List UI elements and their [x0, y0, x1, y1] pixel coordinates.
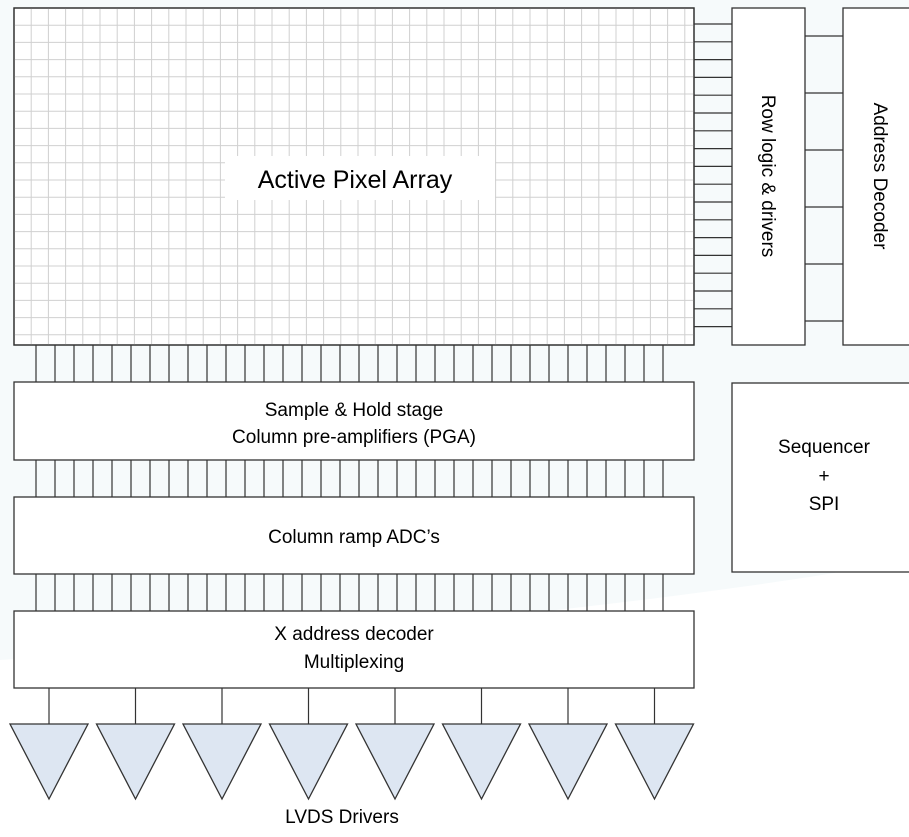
sequencer-label: Sequencer — [778, 437, 871, 458]
sequencer-plus: + — [818, 466, 829, 487]
sample-hold-label-1: Sample & Hold stage — [265, 400, 444, 421]
lvds-driver-triangle — [268, 723, 349, 801]
lvds-driver-triangle — [614, 723, 695, 801]
decoder-wires — [805, 35, 843, 322]
row-logic-label: Row logic & drivers — [757, 95, 778, 258]
lvds-driver-triangle — [354, 723, 436, 801]
lvds-label: LVDS Drivers — [285, 807, 399, 828]
pixel-grid — [14, 8, 694, 345]
column-wires — [35, 345, 664, 611]
x-decoder-label-1: X address decoder — [274, 624, 434, 645]
x-decoder-block: X address decoder Multiplexing — [13, 610, 695, 689]
lvds-driver-triangle — [441, 723, 522, 801]
address-decoder-label: Address Decoder — [869, 103, 890, 250]
row-logic-block: Row logic & drivers — [731, 7, 806, 346]
column-adc-block: Column ramp ADC’s — [13, 496, 695, 575]
lvds-driver-triangle — [181, 723, 263, 801]
column-adc-label: Column ramp ADC’s — [268, 527, 440, 548]
sample-hold-label-2: Column pre-amplifiers (PGA) — [232, 427, 476, 448]
lvds-driver-triangle — [8, 723, 90, 801]
sequencer-block: Sequencer + SPI — [731, 382, 909, 573]
lvds-driver-triangle — [95, 723, 176, 801]
lvds-drivers — [8, 688, 695, 801]
pixel-array-label: Active Pixel Array — [258, 166, 453, 194]
row-wires — [694, 23, 732, 328]
lvds-driver-triangle — [527, 723, 609, 801]
address-decoder-block: Address Decoder — [842, 7, 909, 346]
sample-hold-block: Sample & Hold stage Column pre-amplifier… — [13, 381, 695, 461]
active-pixel-array: Active Pixel Array — [13, 7, 695, 346]
spi-label: SPI — [809, 494, 840, 515]
x-decoder-label-2: Multiplexing — [304, 652, 404, 673]
